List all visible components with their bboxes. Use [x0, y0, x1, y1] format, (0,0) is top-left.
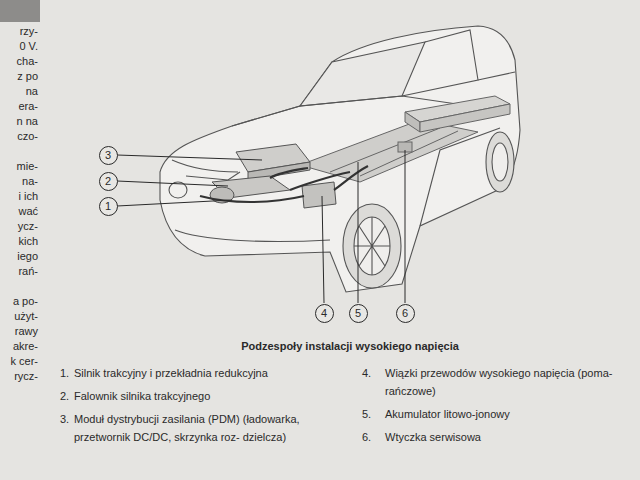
- callout-text: 5: [355, 308, 361, 319]
- column-fragment: z po: [17, 69, 38, 83]
- callout-text: 3: [105, 150, 111, 161]
- drawing-part: [478, 72, 515, 80]
- hv-harness: [200, 166, 368, 202]
- column-fragment: 0 V.: [19, 39, 38, 53]
- header-band: [0, 0, 40, 22]
- column-fragment: era-: [18, 99, 38, 113]
- callout-text: 2: [105, 176, 111, 187]
- drawing-part: [172, 160, 238, 172]
- column-fragment: na-: [22, 174, 38, 188]
- column-fragment: rycz-: [14, 369, 38, 383]
- drawing-part: [175, 230, 330, 242]
- drawing-part: [420, 104, 510, 132]
- car-body: [160, 26, 520, 292]
- column-fragment: ycz-: [18, 219, 38, 233]
- drawing-part: [354, 217, 390, 275]
- list-text: Akumulator litowo-jonowy: [385, 405, 510, 423]
- column-fragment: kich: [18, 234, 38, 248]
- column-fragment: czo-: [17, 129, 38, 143]
- list-text: Wiązki przewodów wysokiego napięcia (pom…: [385, 364, 630, 400]
- callout-text: 6: [402, 308, 408, 319]
- drawing-part: [302, 182, 336, 208]
- drawing-part: [334, 166, 368, 190]
- column-fragment: mie-: [17, 159, 38, 173]
- drawing-part: [486, 132, 514, 192]
- callout-number: 3: [99, 146, 118, 165]
- drawing-part: [492, 143, 508, 181]
- drawing-part: [358, 162, 359, 303]
- column-fragment: rawy: [15, 324, 38, 338]
- column-fragment: na: [26, 84, 38, 98]
- callout-number: 6: [396, 304, 415, 323]
- column-fragment: a po-: [13, 294, 38, 308]
- column-fragment: iego: [17, 249, 38, 263]
- column-fragment: akre-: [13, 339, 38, 353]
- drawing-part: [290, 172, 350, 190]
- drawing-part: [117, 155, 262, 160]
- callout-text: 1: [105, 201, 111, 212]
- callout-number: 2: [99, 172, 118, 191]
- column-fragment: cha-: [17, 54, 38, 68]
- drawing-part: [405, 150, 406, 303]
- list-number: 6.: [362, 428, 371, 446]
- figure-caption: Podzespoły instalacji wysokiego napięcia: [190, 337, 510, 355]
- callout-number: 1: [99, 197, 118, 216]
- callout-number: 4: [315, 304, 334, 323]
- drawing-part: [402, 30, 478, 96]
- callout-number: 5: [349, 304, 368, 323]
- leader-lines: [117, 150, 405, 303]
- list-number: 3.: [60, 410, 69, 428]
- drawing-part: [300, 120, 478, 182]
- drawing-part: [117, 200, 232, 206]
- list-text: Moduł dystrybucji zasilania (PDM) (ładow…: [74, 410, 346, 446]
- drawing-part: [330, 128, 458, 176]
- drawing-part: [354, 217, 390, 275]
- column-fragment: użyt-: [14, 309, 38, 323]
- list-number: 1.: [60, 364, 69, 382]
- column-fragment: rań-: [18, 264, 38, 278]
- drawing-part: [270, 168, 308, 178]
- list-text: Falownik silnika trakcyjnego: [74, 387, 210, 405]
- list-text: Silnik trakcyjny i przekładnia redukcyjn…: [74, 364, 268, 382]
- drawing-part: [160, 26, 520, 292]
- drawing-part: [343, 204, 401, 288]
- drawing-part: [186, 172, 240, 180]
- list-number: 5.: [362, 405, 371, 423]
- powertrain: [210, 144, 336, 208]
- drawing-part: [117, 181, 228, 186]
- list-number: 4.: [362, 364, 371, 382]
- column-fragment: i ich: [18, 189, 38, 203]
- column-fragment: n na: [17, 114, 38, 128]
- column-fragment: rzy-: [20, 24, 38, 38]
- list-number: 2.: [60, 387, 69, 405]
- column-fragment: k cer-: [11, 354, 39, 368]
- drawing-part: [322, 196, 324, 303]
- drawing-part: [405, 112, 420, 132]
- list-text: Wtyczka serwisowa: [385, 428, 481, 446]
- column-fragment: wać: [18, 204, 38, 218]
- callout-text: 4: [321, 308, 327, 319]
